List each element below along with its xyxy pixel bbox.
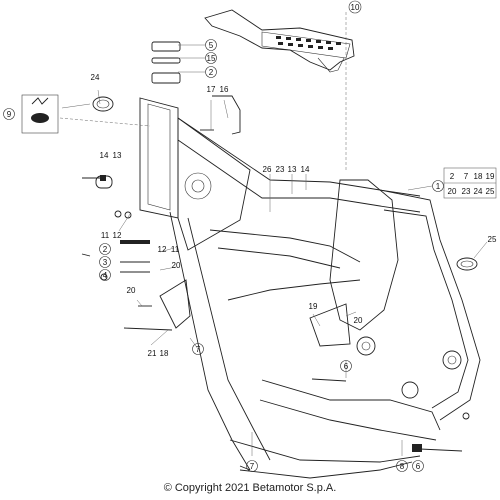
callout-5: 5: [209, 41, 214, 50]
callout-14: 14: [301, 165, 310, 174]
callout-8: 8: [400, 462, 405, 471]
callout-7: 7: [196, 345, 201, 354]
callout-1: 1: [436, 182, 441, 191]
callout-18: 18: [160, 349, 169, 358]
callout-13: 13: [113, 151, 122, 160]
kit-box: [21, 94, 59, 134]
callout-21: 21: [148, 349, 157, 358]
copyright-notice: © Copyright 2021 Betamotor S.p.A.: [163, 482, 337, 494]
callout-10: 10: [351, 3, 360, 12]
legend-item: 23: [462, 187, 471, 196]
skid-plate: [204, 9, 355, 73]
callout-15: 15: [207, 54, 216, 63]
callout-17: 17: [207, 85, 216, 94]
callout-3: 3: [103, 258, 108, 267]
callout-labels: 1 2 2 3 4 5 15 6 6 7 7 8 9 10 11 12 12 1…: [3, 0, 497, 472]
callout-6: 6: [416, 462, 421, 471]
clamp-24: [92, 96, 114, 112]
legend-item: 24: [474, 187, 483, 196]
legend-item: 7: [464, 172, 469, 181]
callout-13: 13: [288, 165, 297, 174]
callout-14: 14: [100, 151, 109, 160]
main-frame: [139, 97, 481, 479]
callout-12: 12: [113, 231, 122, 240]
callout-19: 19: [309, 302, 318, 311]
legend-item: 25: [486, 187, 495, 196]
callout-9: 9: [7, 110, 12, 119]
rubber-pads: [151, 41, 181, 84]
callout-11: 11: [171, 245, 180, 254]
callout-24: 24: [91, 73, 100, 82]
clamp-25: [456, 257, 478, 271]
callout-6: 6: [344, 362, 349, 371]
callout-11: 11: [101, 231, 110, 240]
callout-23: 23: [276, 165, 285, 174]
callout-20: 20: [354, 316, 363, 325]
legend-item: 18: [474, 172, 483, 181]
legend-item: 19: [486, 172, 495, 181]
callout-4: 4: [103, 271, 108, 280]
legend-item: 2: [450, 172, 455, 181]
callout-12: 12: [158, 245, 167, 254]
callout-20: 20: [127, 286, 136, 295]
bolts: [81, 95, 470, 452]
callout-7: 7: [250, 462, 255, 471]
callout-2: 2: [103, 245, 108, 254]
legend-box: 2 7 18 19 20 23 24 25: [443, 167, 497, 199]
callout-16: 16: [220, 85, 229, 94]
callout-20: 20: [172, 261, 181, 270]
callout-2: 2: [209, 68, 214, 77]
callout-26: 26: [263, 165, 272, 174]
callout-25: 25: [488, 235, 497, 244]
legend-item: 20: [448, 187, 457, 196]
leader-lines: [59, 12, 488, 456]
